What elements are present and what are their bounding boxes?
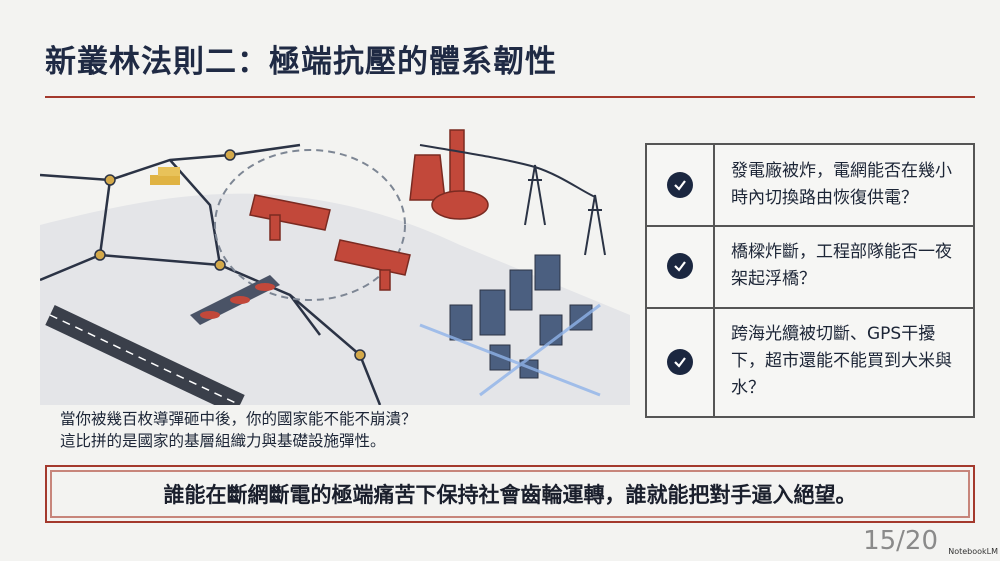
- title-divider: [45, 96, 975, 98]
- checklist-text: 橋樑炸斷，工程部隊能否一夜架起浮橋？: [731, 242, 952, 289]
- slide-title: 新叢林法則二：極端抗壓的體系韌性: [45, 44, 557, 80]
- page-number: 15/20: [863, 526, 938, 556]
- check-circle-icon: [667, 253, 693, 279]
- check-circle-icon: [667, 172, 693, 198]
- resilience-checklist: 發電廠被炸，電網能否在幾小時內切換路由恢復供電？ 橋樑炸斷，工程部隊能否一夜架起…: [645, 143, 975, 418]
- road-nodes: [94, 149, 366, 361]
- floating-bridge: [190, 275, 280, 325]
- caption-line-2: 這比拼的是國家的基層組織力與基礎設施彈性。: [60, 432, 386, 450]
- impact-zone: [214, 149, 406, 301]
- infrastructure-illustration: [40, 129, 630, 405]
- broken-bridge: [249, 194, 411, 291]
- caption-line-1: 當你被幾百枚導彈砸中後，你的國家能不能不崩潰？: [60, 410, 417, 428]
- checklist-item: 橋樑炸斷，工程部隊能否一夜架起浮橋？: [647, 225, 973, 309]
- checklist-item: 發電廠被炸，電網能否在幾小時內切換路由恢復供電？: [647, 145, 973, 227]
- check-circle-icon: [667, 348, 693, 375]
- ground-area: [40, 193, 630, 405]
- gold-bars-icon: [150, 167, 180, 185]
- key-message-text: 誰能在斷網斷電的極端痛苦下保持社會齒輪運轉，誰就能把對手逼入絕望。: [50, 470, 970, 518]
- checklist-item: 跨海光纜被切斷、GPS干擾下，超市還能不能買到大米與水？: [647, 307, 973, 416]
- watermark: NotebookLM: [948, 547, 998, 556]
- checklist-text: 跨海光纜被切斷、GPS干擾下，超市還能不能買到大米與水？: [731, 324, 952, 398]
- checklist-text: 發電廠被炸，電網能否在幾小時內切換路由恢復供電？: [731, 161, 952, 208]
- key-message-banner: 誰能在斷網斷電的極端痛苦下保持社會齒輪運轉，誰就能把對手逼入絕望。: [45, 465, 975, 523]
- caption: 當你被幾百枚導彈砸中後，你的國家能不能不崩潰？ 這比拼的是國家的基層組織力與基礎…: [60, 408, 417, 452]
- power-plant: [409, 129, 489, 220]
- power-pylons: [419, 144, 606, 256]
